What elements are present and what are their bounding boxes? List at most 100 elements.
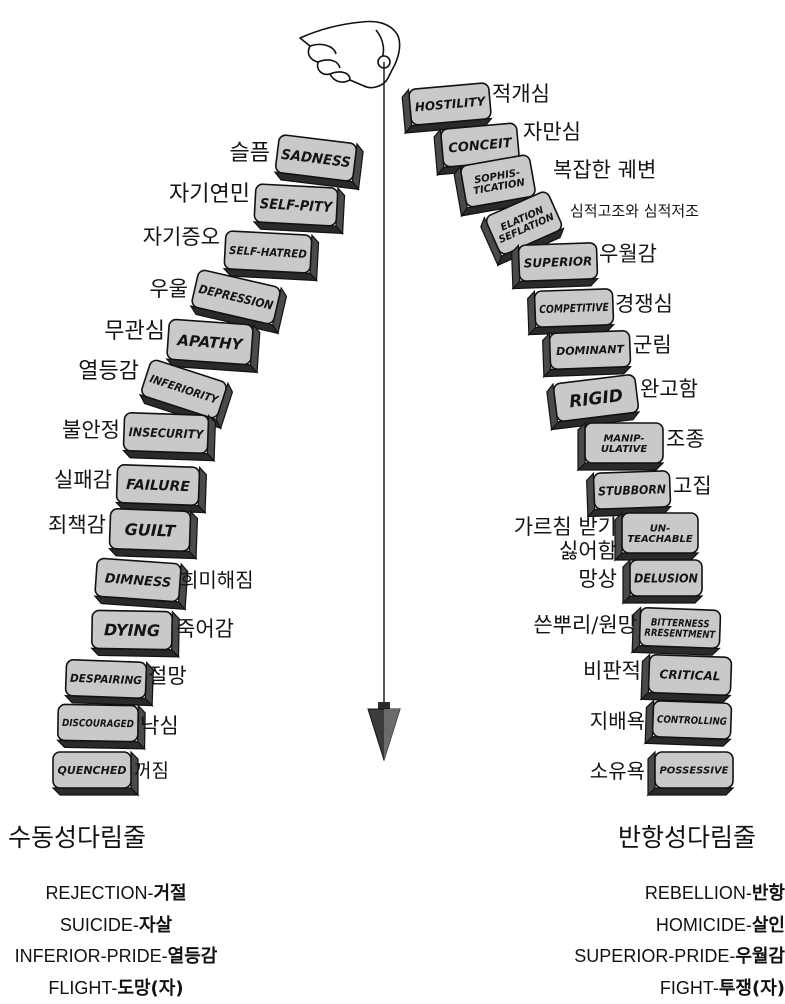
korean-label: 자만심 — [523, 120, 581, 144]
stone-discouraged: DISCOURAGED — [58, 704, 146, 749]
korean-label: 열등감 — [78, 359, 139, 384]
stone-label: DELUSION — [634, 571, 698, 585]
korean-label: 쓴뿌리/원망 — [533, 613, 637, 637]
korean-label: 심적고조와 심적저조 — [570, 202, 699, 220]
stone-label: DISCOURAGED — [62, 717, 134, 730]
stone-un-teachable: UN-TEACHABLE — [615, 513, 698, 560]
legend-en: SUPERIOR-PRIDE- — [574, 946, 735, 966]
stone-side-face — [648, 752, 655, 795]
stone-label: CONTROLLING — [657, 714, 728, 728]
korean-label: 죄책감 — [48, 513, 106, 537]
legend-row: FIGHT-투쟁(자) — [445, 973, 785, 1004]
legend-kr: 거절 — [153, 883, 186, 904]
korean-label: 소유욕 — [590, 759, 645, 783]
legend-row: FLIGHT-도망(자) — [0, 973, 306, 1004]
stone-bitterness-rresentment: BITTERNESSRRESENTMENT — [632, 607, 721, 655]
stone-rigid: RIGID — [546, 374, 640, 430]
stone-controlling: CONTROLLING — [645, 700, 731, 746]
legend-row: REJECTION-거절 — [0, 878, 306, 910]
korean-label: 절망 — [148, 664, 187, 688]
legend-row: SUPERIOR-PRIDE-우월감 — [445, 941, 785, 973]
stone-label: STUBBORN — [598, 482, 667, 499]
legend-en: REBELLION- — [645, 883, 752, 903]
legend-kr: 자살 — [139, 915, 172, 936]
stone-competitive: COMPETITIVE — [527, 289, 613, 335]
korean-label: 지배욕 — [590, 709, 645, 733]
legend-row: HOMICIDE-살인 — [445, 910, 785, 942]
legend-kr: 열등감 — [168, 946, 218, 967]
stone-side-face — [578, 423, 585, 470]
korean-label: 죽어감 — [176, 617, 234, 641]
stone-sadness: SADNESS — [274, 134, 364, 189]
korean-label: 우울 — [149, 277, 188, 301]
stone-possessive: POSSESSIVE — [648, 752, 733, 795]
korean-label: 복잡한 궤변 — [553, 158, 656, 182]
legend-en: SUICIDE- — [60, 915, 139, 935]
korean-label: 자기연민 — [169, 182, 250, 207]
korean-label: 불안정 — [62, 418, 120, 442]
korean-label: 비판적 — [583, 659, 641, 683]
korean-label: 희미해짐 — [180, 568, 254, 592]
korean-label: 완고함 — [640, 377, 698, 401]
stone-label: GUILT — [124, 520, 176, 541]
stone-dimness: DIMNESS — [94, 558, 188, 609]
stone-failure: FAILURE — [116, 465, 207, 513]
legend-kr: 반항 — [752, 883, 785, 904]
korean-label: 슬픔 — [230, 141, 270, 166]
legend-kr: 우월감 — [735, 946, 785, 967]
legend-en: FLIGHT- — [48, 978, 117, 998]
legend-en: FIGHT- — [660, 978, 719, 998]
stone-dominant: DOMINANT — [542, 331, 630, 377]
stone-self-hatred: SELF-HATRED — [224, 231, 319, 281]
korean-label: 적개심 — [492, 82, 550, 106]
korean-label: 실패감 — [54, 468, 112, 492]
stone-label: COMPETITIVE — [539, 302, 609, 316]
stone-label: DOMINANT — [556, 343, 626, 358]
stone-stubborn: STUBBORN — [586, 471, 670, 517]
stone-label: CRITICAL — [659, 667, 720, 683]
stone-despairing: DESPAIRING — [65, 660, 153, 706]
stone-guilt: GUILT — [109, 509, 198, 559]
korean-label: 우월감 — [599, 242, 657, 266]
legend-en: HOMICIDE- — [656, 915, 752, 935]
stone-bottom-face — [648, 788, 733, 795]
korean-label: 자기증오 — [143, 225, 220, 249]
legend-row: INFERIOR-PRIDE-열등감 — [0, 941, 306, 973]
plumb-bob-icon — [368, 702, 400, 760]
legend-kr: 투쟁(자) — [719, 978, 785, 999]
stone-self-pity: SELF-PITY — [254, 184, 345, 234]
stone-bottom-face — [578, 463, 663, 470]
legend-kr: 도망(자) — [117, 978, 183, 999]
stone-label: MANIP-ULATIVE — [601, 433, 648, 455]
stone-quenched: QUENCHED — [53, 752, 138, 795]
stone-label: INSECURITY — [128, 425, 205, 442]
stone-bottom-face — [615, 553, 698, 560]
passive-legend: REJECTION-거절 SUICIDE-자살 INFERIOR-PRIDE-열… — [0, 878, 306, 1004]
stone-bottom-face — [623, 596, 702, 603]
stone-delusion: DELUSION — [623, 560, 702, 603]
stone-insecurity: INSECURITY — [123, 413, 216, 461]
korean-label: 고집 — [673, 474, 712, 498]
legend-en: INFERIOR-PRIDE- — [15, 946, 168, 966]
korean-label: 조종 — [666, 427, 705, 451]
stone-dying: DYING — [92, 610, 180, 657]
korean-label: 꺼짐 — [134, 760, 169, 782]
stone-label: QUENCHED — [58, 764, 127, 777]
stone-superior: SUPERIOR — [511, 243, 597, 289]
stone-critical: CRITICAL — [641, 654, 732, 702]
passive-plumb-line-title: 수동성다림줄 — [8, 818, 146, 854]
stone-apathy: APATHY — [166, 319, 260, 372]
stone-bottom-face — [53, 788, 138, 795]
legend-row: REBELLION-반항 — [445, 878, 785, 910]
stone-label: FAILURE — [126, 477, 191, 495]
rebellious-legend: REBELLION-반항 HOMICIDE-살인 SUPERIOR-PRIDE-… — [445, 878, 785, 1004]
korean-label: 군림 — [633, 333, 672, 357]
stone-side-face — [623, 560, 630, 603]
stone-label: DESPAIRING — [70, 672, 142, 688]
korean-label: 경쟁심 — [615, 292, 673, 316]
korean-label: 망상 — [578, 567, 617, 591]
legend-row: SUICIDE-자살 — [0, 910, 306, 942]
stone-label: POSSESSIVE — [659, 766, 728, 777]
stone-label: BITTERNESSRRESENTMENT — [644, 617, 716, 642]
